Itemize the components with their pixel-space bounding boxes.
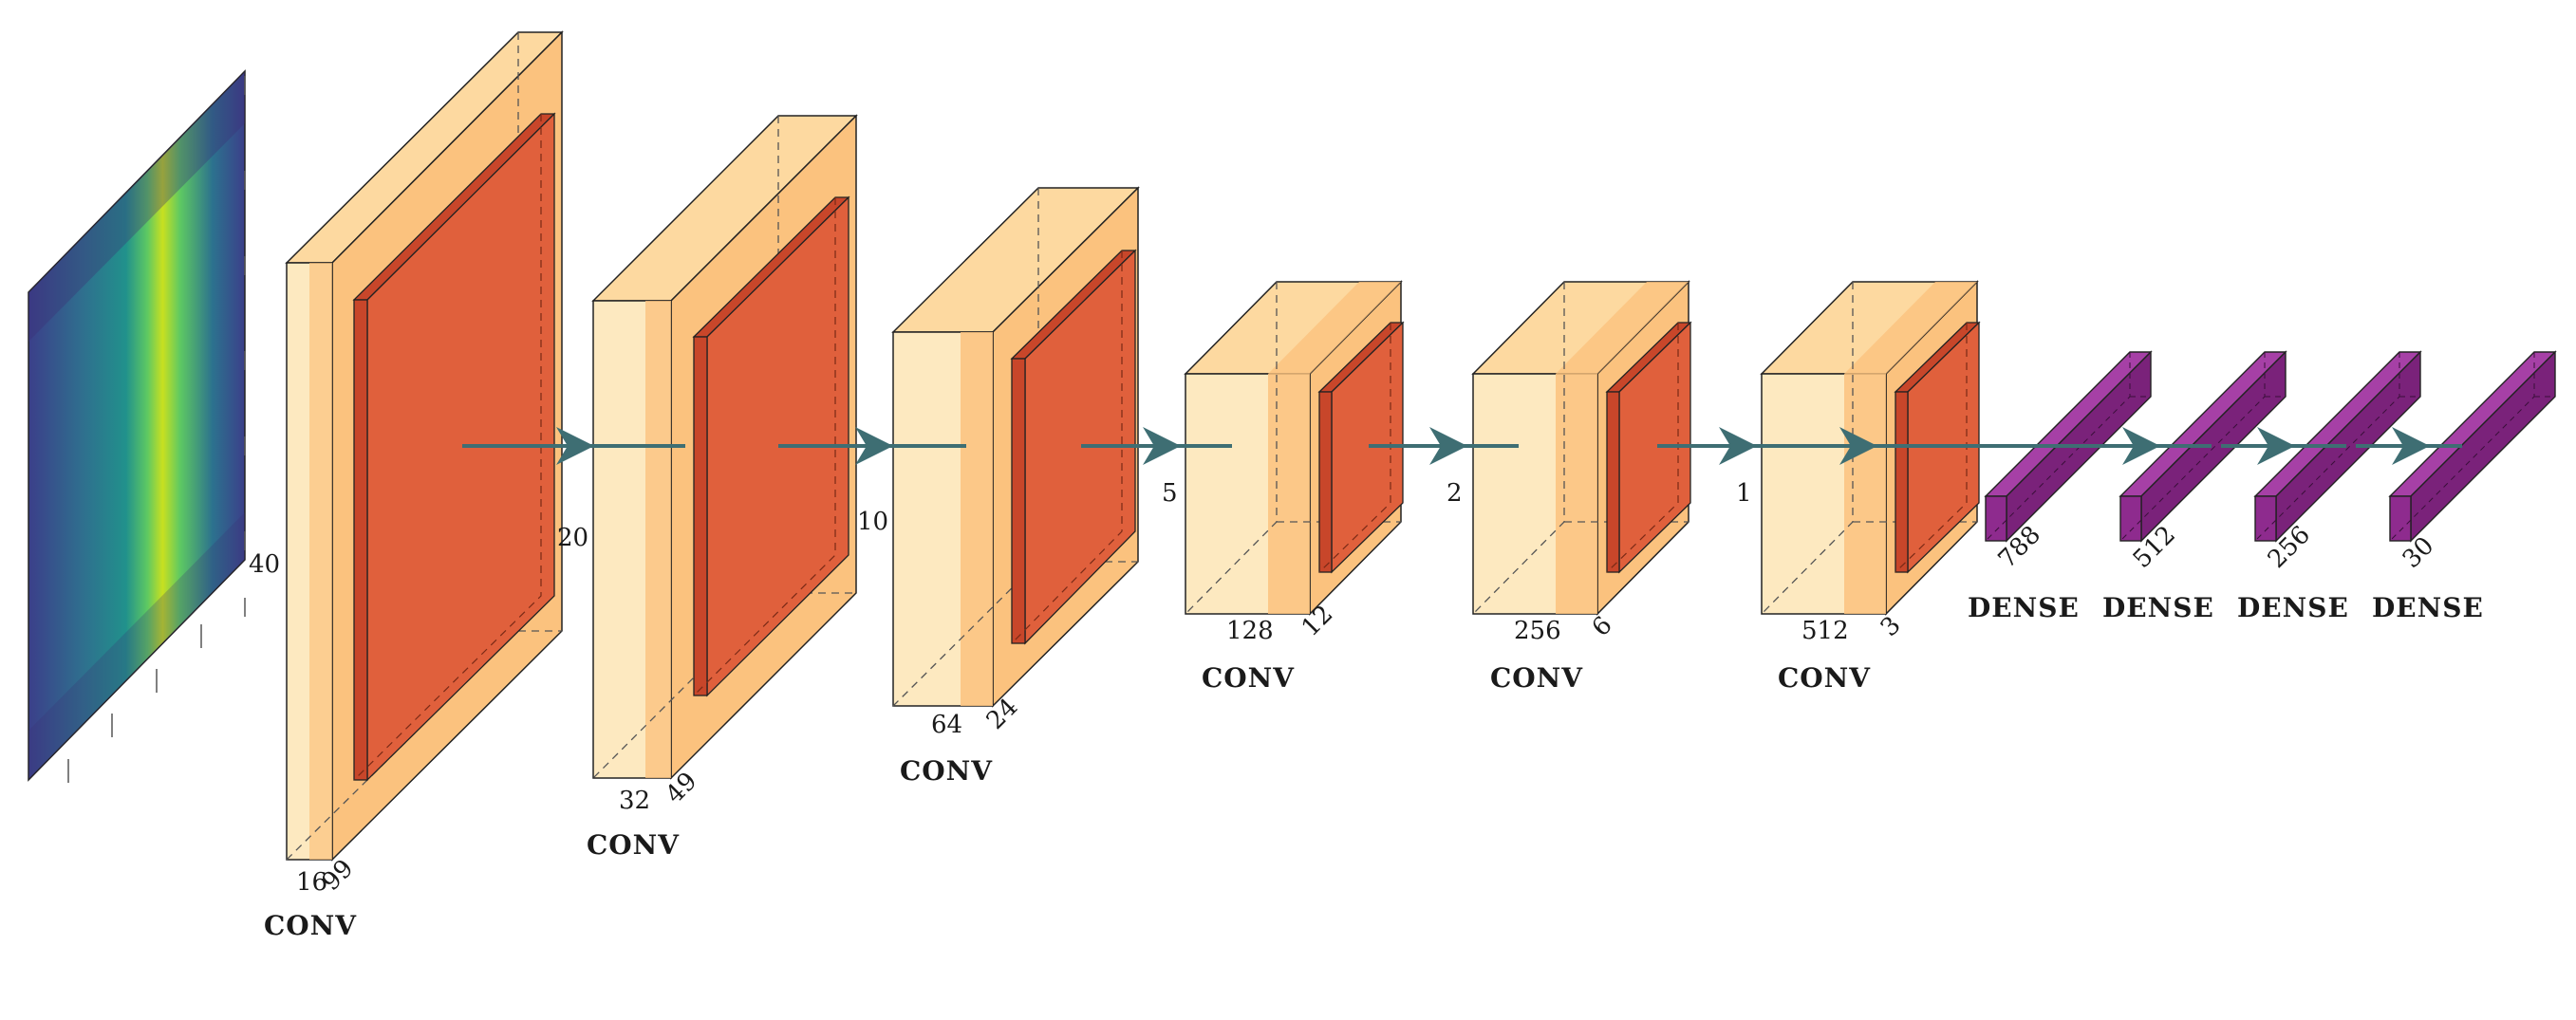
dense1-caption: DENSE <box>1968 592 2080 623</box>
conv1-caption: CONV <box>264 910 357 941</box>
spectrogram-tick-marks <box>67 76 246 783</box>
conv3-side-label: 5 <box>1162 479 1178 508</box>
conv-layer-5 <box>1471 280 1692 616</box>
conv6-channels-label: 512 <box>1801 617 1849 645</box>
dense-layer-4 <box>2388 350 2557 543</box>
conv-layer-3 <box>891 186 1140 708</box>
conv3-caption: CONV <box>900 755 993 787</box>
conv4-side-label: 2 <box>1447 479 1463 508</box>
dense4-caption: DENSE <box>2372 592 2484 623</box>
conv6-caption: CONV <box>1778 662 1871 694</box>
dense3-caption: DENSE <box>2237 592 2349 623</box>
conv5-channels-label: 256 <box>1514 617 1561 645</box>
conv3-channels-label: 64 <box>931 711 962 739</box>
input-height-label: 40 <box>249 550 280 579</box>
conv-layer-4 <box>1184 280 1405 616</box>
conv5-side-label: 1 <box>1736 479 1752 508</box>
conv5-size-label: 6 <box>1587 611 1618 642</box>
conv2-side-label: 10 <box>857 508 888 536</box>
conv1-channels-label: 16 <box>296 868 327 897</box>
dense2-caption: DENSE <box>2102 592 2214 623</box>
conv5-caption: CONV <box>1490 662 1583 694</box>
conv6-size-label: 3 <box>1876 611 1907 642</box>
conv4-channels-label: 128 <box>1226 617 1274 645</box>
spectrogram-input: 40 <box>28 69 280 783</box>
conv2-caption: CONV <box>587 829 680 861</box>
dense-layer-3 <box>2253 350 2422 543</box>
conv2-channels-label: 32 <box>619 787 650 815</box>
conv1-side-label: 20 <box>557 524 588 552</box>
dense-layer-2 <box>2119 350 2287 543</box>
conv4-caption: CONV <box>1202 662 1295 694</box>
conv-layer-2 <box>591 114 858 780</box>
conv-layer-1 <box>285 30 564 862</box>
